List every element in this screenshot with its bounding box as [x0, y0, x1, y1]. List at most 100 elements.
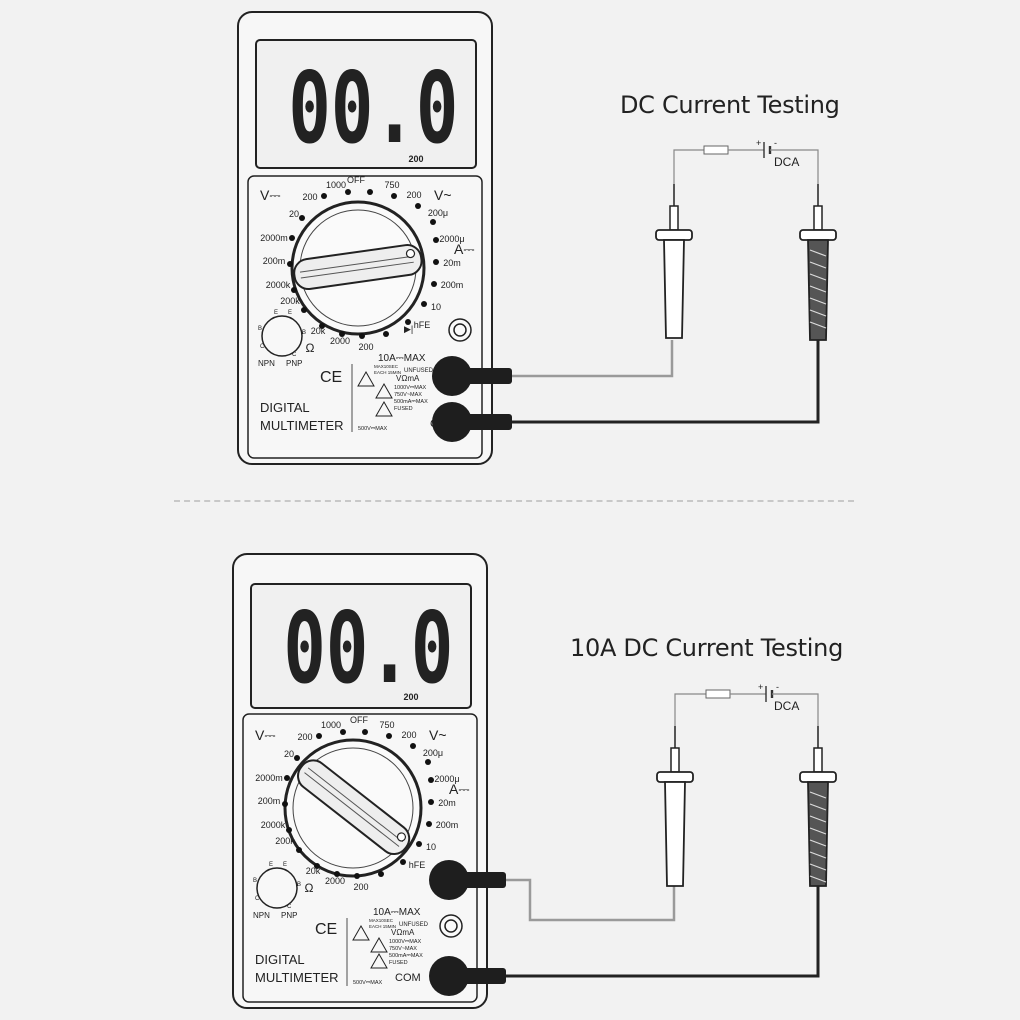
socket-pin-e1: E	[269, 862, 273, 868]
dial-position-dots	[287, 189, 439, 339]
jack-10a-label: 10A⎓MAX	[378, 353, 426, 364]
transistor-socket[interactable]: E B C E B C NPN PNP	[258, 310, 306, 368]
dial-label-20k: 20k	[306, 866, 321, 876]
lcd-display: 00.0 200	[250, 583, 472, 709]
multimeter: 00.0 200 V	[232, 553, 488, 1009]
socket-pin-e2: E	[288, 310, 292, 316]
ce-mark: CE	[320, 369, 342, 386]
jack-vma-label: VΩmA	[391, 928, 415, 937]
lcd-display: 00.0 200	[255, 39, 477, 169]
dial-label-200m-a: 200m	[436, 820, 459, 830]
black-lead-plug	[452, 414, 512, 430]
socket-label-npn: NPN	[258, 359, 275, 368]
battery-plus: +	[756, 138, 761, 148]
dial-label-200m-v: 200m	[263, 256, 286, 266]
red-lead-wire	[506, 878, 676, 922]
jack-10a[interactable]	[439, 914, 463, 938]
dial-label-2000m: 2000m	[255, 773, 283, 783]
dial-label-2000-ohm: 2000	[325, 876, 345, 886]
multimeter: 00.0 200	[237, 11, 493, 465]
brand-multimeter: MULTIMETER	[255, 970, 339, 985]
battery-minus: -	[774, 138, 777, 148]
resistor-icon	[703, 145, 729, 155]
dial-label-2000u: 2000μ	[434, 774, 459, 784]
dial-label-200-ohm: 200	[353, 882, 368, 892]
jack-vma-note1: 1000V⎓MAX	[389, 939, 422, 945]
dial-label-off: OFF	[350, 715, 368, 725]
dial-label-200k: 200k	[280, 296, 300, 306]
diagram-dc-current: 00.0 200	[237, 11, 837, 465]
warning-icon	[352, 924, 370, 941]
panel-10a-dc-current: 00.0 200 V	[0, 510, 1020, 1020]
dial-label-2000-ohm: 2000	[330, 336, 350, 346]
socket-label-pnp: PNP	[281, 911, 297, 920]
jack-vma-note4: FUSED	[394, 406, 413, 412]
circuit-label: DCA	[774, 699, 799, 713]
dial-label-750: 750	[384, 180, 399, 190]
test-circuit: + - DCA	[674, 682, 819, 726]
jack-10a-note3: UNFUSED	[404, 368, 434, 374]
panel-title: 10A DC Current Testing	[570, 634, 843, 662]
black-lead-wire	[512, 340, 820, 424]
dial-label-750: 750	[379, 720, 394, 730]
jack-com-note: 500V⎓MAX	[358, 426, 387, 432]
diode-icon: ▶|	[404, 324, 413, 334]
dial-label-200m-a: 200m	[441, 280, 464, 290]
transistor-socket[interactable]: E B C E B C NPN PNP	[253, 862, 301, 920]
dial-label-200u: 200μ	[428, 208, 448, 218]
red-probe[interactable]	[655, 184, 693, 339]
red-probe[interactable]	[656, 726, 694, 887]
dial-label-vdc: V⎓	[255, 727, 276, 743]
jack-labels: 10A⎓MAX MAX10SEC EACH 15MIN UNFUSED VΩmA…	[346, 907, 429, 986]
black-lead-wire	[506, 886, 820, 978]
socket-pin-c1: C	[255, 896, 260, 902]
dial-label-20k: 20k	[311, 326, 326, 336]
resistor-icon	[705, 689, 731, 699]
jack-10a-note1: MAX10SEC	[374, 364, 399, 369]
dial-label-hfe: hFE	[414, 320, 431, 330]
jack-10a-note1: MAX10SEC	[369, 918, 394, 923]
jack-10a-note2: EACH 15MIN	[374, 370, 401, 375]
jack-10a-note3: UNFUSED	[399, 922, 429, 928]
jack-com-label: COM	[395, 972, 421, 984]
warning-icon	[357, 370, 375, 387]
socket-pin-e2: E	[283, 862, 287, 868]
lcd-range: 200	[403, 692, 418, 702]
dial-label-200u: 200μ	[423, 748, 443, 758]
red-lead-plug	[452, 368, 512, 384]
socket-pin-c1: C	[260, 344, 265, 350]
warning-icon	[370, 952, 388, 969]
rotary-dial[interactable]	[283, 738, 423, 878]
black-probe[interactable]	[799, 726, 837, 887]
red-lead-wire	[512, 340, 674, 378]
black-probe[interactable]	[799, 184, 837, 341]
dial-label-200-vac: 200	[406, 190, 421, 200]
jack-vma-label: VΩmA	[396, 374, 420, 383]
dial-label-1000: 1000	[326, 180, 346, 190]
dial-label-adc: A⎓	[449, 781, 470, 797]
jack-vma-note2: 750V~MAX	[389, 946, 417, 952]
dial-label-20m: 20m	[438, 798, 456, 808]
dial-label-vac: V~	[434, 187, 452, 203]
black-lead-plug	[448, 968, 506, 984]
socket-pin-b2: B	[302, 330, 306, 336]
dial-label-200k: 200k	[275, 836, 295, 846]
dial-label-adc: A⎓	[454, 241, 475, 257]
dial-label-2000m: 2000m	[260, 233, 288, 243]
dial-label-2000k: 2000k	[261, 820, 286, 830]
test-circuit: + - DCA	[673, 138, 819, 184]
battery-plus: +	[758, 682, 763, 692]
rotary-dial[interactable]	[290, 200, 426, 336]
jack-com-note: 500V⎓MAX	[353, 980, 382, 986]
dial-label-2000u: 2000μ	[439, 234, 464, 244]
diagram-10a-dc-current: 00.0 200 V	[232, 553, 837, 1009]
lcd-reading: 00.0	[283, 592, 453, 706]
dial-label-hfe: hFE	[409, 860, 426, 870]
dial-label-vac: V~	[429, 727, 447, 743]
jack-vma[interactable]	[448, 318, 472, 342]
brand-digital: DIGITAL	[255, 952, 305, 967]
panel-title: DC Current Testing	[620, 91, 840, 119]
jack-10a-label: 10A⎓MAX	[373, 907, 421, 918]
jack-vma-note1: 1000V⎓MAX	[394, 385, 427, 391]
battery-icon	[765, 686, 774, 702]
